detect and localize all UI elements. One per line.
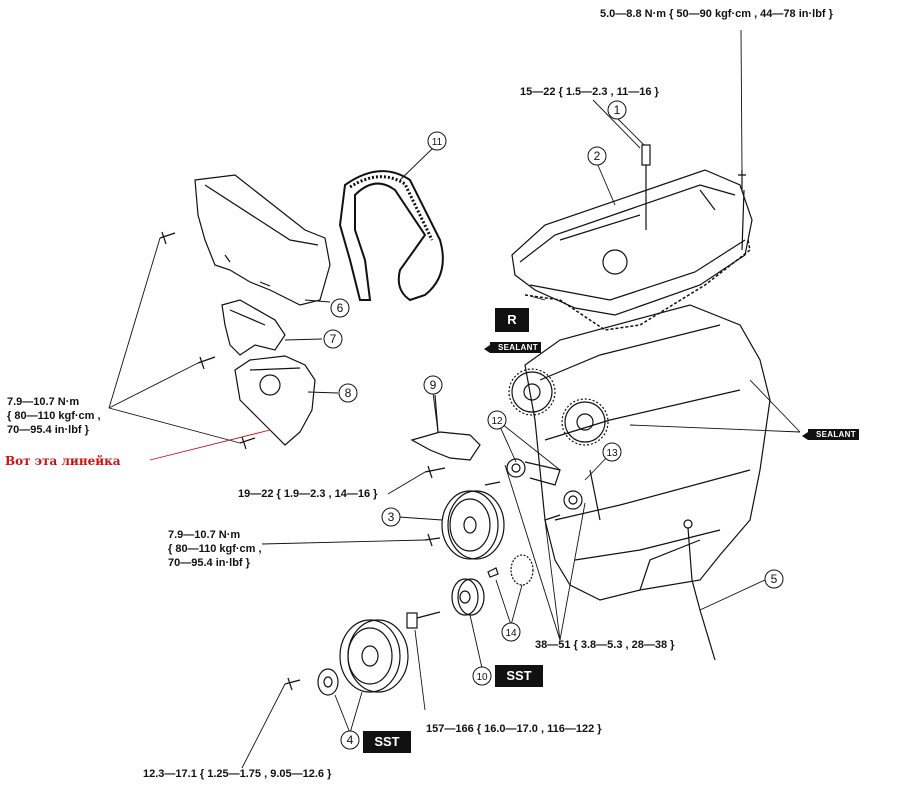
replace-tag: R bbox=[495, 308, 529, 332]
callout-2: 2 bbox=[587, 146, 607, 166]
sst-tag-damper: SST bbox=[363, 731, 411, 753]
callout-4: 4 bbox=[340, 730, 360, 750]
engine-block bbox=[524, 304, 771, 601]
head-cover-gasket bbox=[524, 239, 751, 331]
torque-spec-spark-plug: 15—22 { 1.5—2.3 , 11—16 } bbox=[520, 86, 659, 98]
engine-bracket bbox=[410, 394, 481, 461]
svg-text:13: 13 bbox=[606, 448, 618, 459]
callout-6: 6 bbox=[330, 298, 350, 318]
callout-7: 7 bbox=[323, 329, 343, 349]
damper-pulley bbox=[317, 619, 409, 696]
torque-spec-pulley-bolts-2: { 80—110 kgf·cm , bbox=[168, 543, 262, 555]
svg-text:10: 10 bbox=[476, 672, 488, 683]
torque-spec-pulley-bolts-3: 70—95.4 in·lbf } bbox=[168, 557, 250, 569]
crank-timing-pulley bbox=[451, 578, 485, 616]
bolts bbox=[159, 170, 746, 691]
torque-spec-idler: 38—51 { 3.8—5.3 , 28—38 } bbox=[535, 639, 675, 651]
cylinder-head-cover bbox=[511, 169, 753, 316]
callout-5: 5 bbox=[764, 569, 784, 589]
svg-text:5: 5 bbox=[771, 572, 778, 586]
torque-spec-crank-bolt: 157—166 { 16.0—17.0 , 116—122 } bbox=[426, 723, 602, 735]
leader-lines bbox=[108, 29, 801, 769]
svg-text:12: 12 bbox=[491, 416, 503, 427]
spark-plug bbox=[641, 144, 651, 230]
sst-tag-pulley: SST bbox=[495, 665, 543, 687]
svg-text:7: 7 bbox=[330, 332, 337, 346]
crankshaft-pulley bbox=[441, 490, 505, 560]
tensioner-pulley bbox=[506, 458, 561, 486]
svg-text:11: 11 bbox=[432, 137, 443, 148]
callout-9: 9 bbox=[423, 375, 443, 395]
svg-text:6: 6 bbox=[337, 301, 344, 315]
torque-spec-cover-bolts-3: 70—95.4 in·lbf } bbox=[7, 424, 89, 436]
svg-text:14: 14 bbox=[505, 628, 517, 639]
torque-spec-bracket: 19—22 { 1.9—2.3 , 14—16 } bbox=[238, 488, 378, 500]
idler-pulley bbox=[563, 490, 583, 510]
middle-timing-cover bbox=[221, 299, 286, 356]
oil-dipstick bbox=[683, 519, 716, 661]
torque-spec-cover-bolts-1: 7.9—10.7 N·m bbox=[7, 396, 80, 408]
torque-spec-pulley-bolts-1: 7.9—10.7 N·m bbox=[168, 529, 241, 541]
lower-timing-cover bbox=[234, 355, 316, 446]
svg-text:1: 1 bbox=[614, 103, 621, 117]
torque-spec-head-cover: 5.0—8.8 N·m { 50—90 kgf·cm , 44—78 in·lb… bbox=[600, 8, 833, 20]
sealant-tag-head: SEALANT bbox=[484, 342, 541, 353]
camshaft-pulleys bbox=[508, 368, 609, 446]
callout-11: 11 bbox=[427, 131, 447, 151]
callout-13: 13 bbox=[602, 442, 622, 462]
tensioner-spring bbox=[589, 469, 601, 521]
callout-10: 10 bbox=[472, 666, 492, 686]
callout-8: 8 bbox=[338, 383, 358, 403]
callout-14: 14 bbox=[501, 622, 521, 642]
svg-text:3: 3 bbox=[388, 510, 395, 524]
svg-text:9: 9 bbox=[430, 378, 437, 392]
svg-text:2: 2 bbox=[594, 149, 601, 163]
annotation-note: Вот эта линейка bbox=[5, 454, 121, 468]
timing-belt bbox=[338, 170, 444, 302]
torque-spec-cover-bolts-2: { 80—110 kgf·cm , bbox=[7, 410, 101, 422]
torque-spec-crank-pulley: 12.3—17.1 { 1.25—1.75 , 9.05—12.6 } bbox=[143, 768, 332, 780]
svg-text:8: 8 bbox=[345, 386, 352, 400]
upper-timing-cover bbox=[194, 174, 331, 306]
callout-1: 1 bbox=[607, 100, 627, 120]
callout-3: 3 bbox=[381, 507, 401, 527]
svg-text:4: 4 bbox=[347, 733, 354, 747]
crank-sprocket bbox=[487, 554, 534, 586]
sealant-tag-block: SEALANT bbox=[802, 429, 859, 440]
callout-12: 12 bbox=[487, 410, 507, 430]
